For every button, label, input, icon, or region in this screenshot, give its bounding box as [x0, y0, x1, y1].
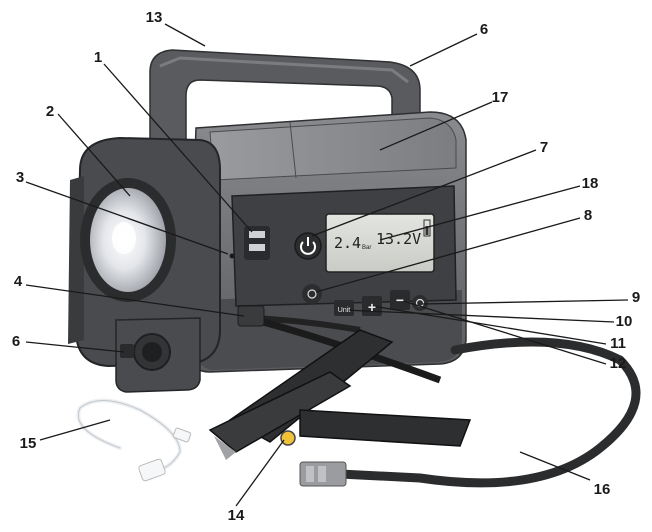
side-lower-panel — [115, 317, 201, 393]
callout-9: 9 — [631, 289, 641, 306]
air-hose — [299, 337, 641, 488]
unit-button-label: Unit — [338, 307, 351, 314]
leader-lines — [25, 23, 629, 507]
callout-2: 2 — [45, 103, 55, 120]
jumper-clamps — [208, 305, 472, 460]
callout-14: 14 — [227, 507, 245, 524]
light-mode-button — [302, 284, 322, 304]
callout-4: 4 — [13, 273, 23, 290]
usb-cable — [76, 398, 192, 482]
indicator-led — [229, 253, 235, 259]
callout-16: 16 — [593, 481, 611, 498]
callout-18: 18 — [581, 175, 599, 192]
plus-button-label: + — [368, 299, 376, 315]
callout-12: 12 — [609, 355, 627, 372]
control-panel — [229, 185, 457, 316]
callout-15: 15 — [19, 435, 37, 452]
socket-cap — [120, 344, 134, 358]
lamp-housing — [68, 136, 221, 368]
ec5-connector — [237, 305, 265, 327]
lcd-voltage-value: 13.2V — [376, 230, 421, 248]
callout-8: 8 — [583, 207, 593, 224]
callout-7: 7 — [539, 139, 549, 156]
callout-6-top: 6 — [479, 21, 489, 38]
minus-button-label: − — [396, 292, 404, 308]
callout-11: 11 — [610, 335, 626, 352]
callout-1: 1 — [93, 49, 103, 66]
lcd-pressure-unit: Bar — [362, 245, 371, 251]
lcd-display — [325, 213, 435, 273]
callout-6-side: 6 — [11, 333, 21, 350]
lcd-pressure-value: 2.4 — [334, 234, 361, 252]
unit-button — [334, 300, 354, 316]
callout-3: 3 — [15, 169, 25, 186]
usb-a-plug — [138, 458, 166, 482]
clamp-indicator — [280, 430, 296, 446]
callout-17: 17 — [491, 89, 509, 106]
callout-10: 10 — [615, 313, 633, 330]
usb-c-plug — [172, 427, 192, 443]
callout-13: 13 — [145, 9, 163, 26]
